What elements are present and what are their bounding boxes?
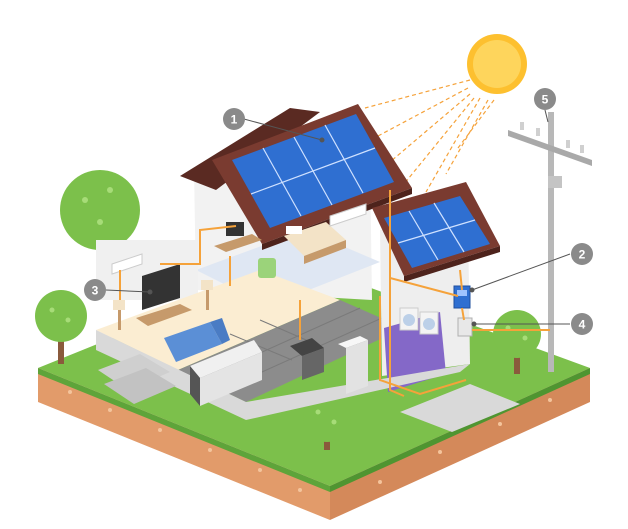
sun: [467, 34, 527, 94]
sun-rays: [364, 79, 495, 193]
television: [142, 264, 180, 310]
armchair: [258, 258, 276, 278]
meter-box-unit: [457, 317, 473, 337]
callout-leaders: [105, 109, 571, 327]
callout-4: 4: [571, 313, 593, 335]
sofa: [164, 318, 230, 362]
callout-3-label: 3: [92, 284, 99, 298]
callout-2: 2: [571, 243, 593, 265]
tree-front: [303, 394, 351, 450]
solar-panel-array-main: [232, 114, 394, 228]
tv-cabinet: [136, 304, 192, 326]
callout-1-label: 1: [231, 113, 238, 127]
kitchen-counter: [190, 340, 262, 406]
solar-panel-array-right: [384, 196, 490, 268]
callout-3: 3: [84, 279, 106, 301]
stove: [290, 338, 324, 380]
floor-lamps: [113, 280, 213, 330]
callout-2-label: 2: [579, 248, 586, 262]
callout-1: 1: [223, 108, 245, 130]
washing-machines: [399, 307, 439, 335]
desk-with-computer: [214, 222, 262, 252]
air-conditioner-upper: [329, 203, 367, 227]
callout-5: 5: [534, 88, 556, 110]
refrigerator: [338, 336, 368, 394]
bed: [284, 222, 346, 264]
air-conditioner-lower: [111, 253, 143, 275]
tree-left-small: [35, 290, 87, 364]
utility-pole: [508, 112, 592, 372]
callout-4-label: 4: [579, 318, 586, 332]
callout-5-label: 5: [542, 93, 549, 107]
wiring: [119, 190, 550, 397]
